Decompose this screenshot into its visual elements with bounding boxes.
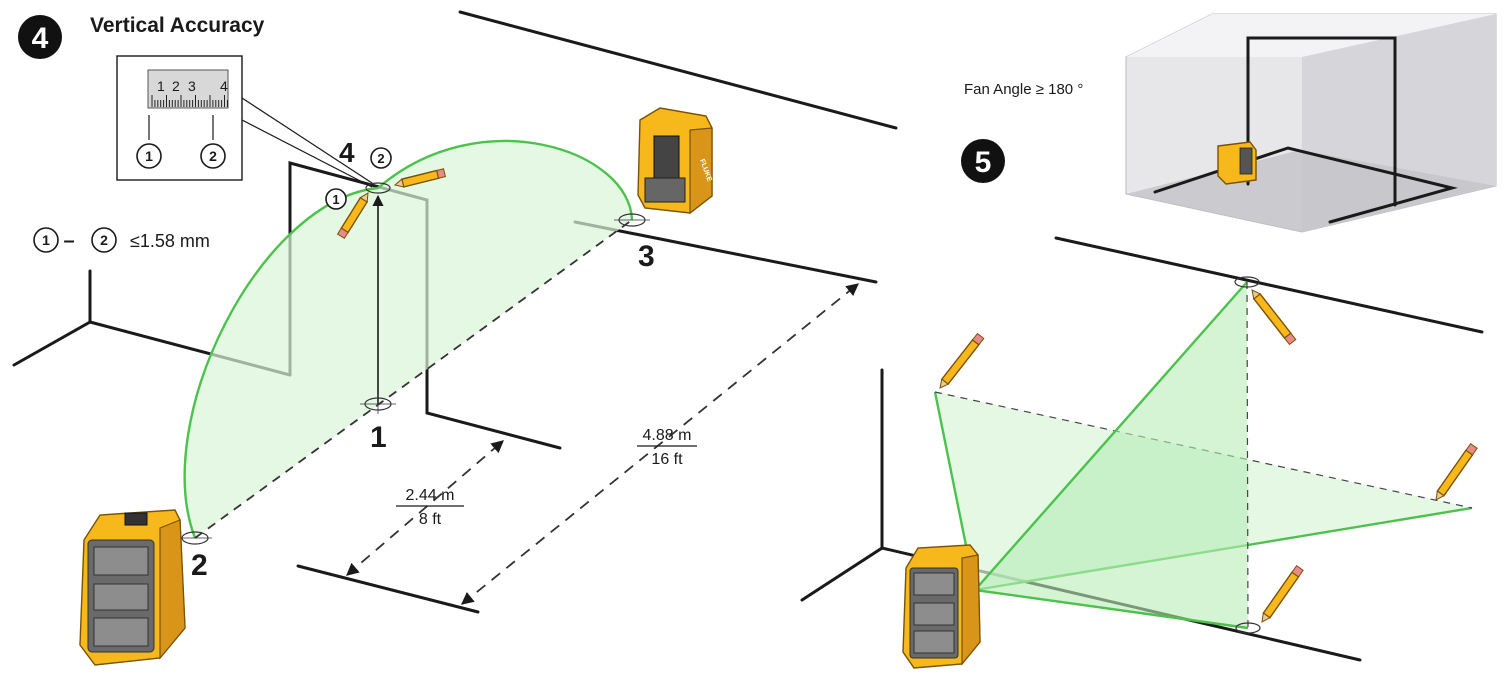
section-4-title: Vertical Accuracy	[90, 14, 265, 37]
tolerance-formula: 1 – 2 ≤1.58 mm	[33, 227, 210, 253]
fan-angle-label: Fan Angle ≥ 180 °	[964, 81, 1083, 98]
laser-level-device-front	[79, 509, 186, 666]
ruler-tick-label: 2	[172, 78, 180, 94]
svg-text:2: 2	[209, 148, 217, 164]
svg-text:2.44 m: 2.44 m	[406, 487, 455, 504]
svg-text:1: 1	[145, 148, 153, 164]
laser-level-device-rear: FLUKE	[637, 107, 713, 215]
svg-text:16 ft: 16 ft	[651, 451, 683, 468]
step-5-number: 5	[975, 146, 992, 179]
point-3-label: 3	[638, 240, 655, 273]
distance-near-label: 2.44 m 8 ft	[396, 487, 464, 528]
distance-far-label: 4.88 m 16 ft	[637, 427, 697, 468]
ruler-marker-2: 2	[200, 143, 226, 169]
pencil-icon	[393, 168, 447, 188]
laser-level-device-5	[902, 544, 981, 669]
point-2-label: 2	[191, 549, 208, 582]
step-4-badge: 4	[18, 15, 62, 59]
tolerance-value: ≤1.58 mm	[130, 231, 210, 251]
room-box-inset	[1125, 13, 1497, 233]
pencil-icon	[336, 192, 369, 240]
ruler-inset: 1 2 3 4 1 2	[116, 55, 373, 188]
target-mark-bottom	[1235, 622, 1261, 634]
point-4-label: 4	[339, 137, 355, 168]
svg-text:1: 1	[332, 192, 339, 207]
ruler-tick-label: 4	[220, 78, 228, 94]
distance-far-arrow	[461, 283, 859, 605]
target-mark-1	[360, 394, 396, 414]
step-4-number: 4	[32, 22, 49, 55]
distance-near-arrow	[346, 440, 504, 576]
pencil-icon	[1251, 289, 1297, 346]
ruler-marker-1: 1	[136, 143, 162, 169]
pencil-icon	[1435, 442, 1478, 501]
ruler-tick-label: 1	[157, 78, 165, 94]
ruler-tick-label: 3	[188, 78, 196, 94]
section-4: 4 Vertical Accuracy	[12, 10, 898, 666]
pencil-icon	[939, 332, 985, 389]
svg-text:4.88 m: 4.88 m	[643, 427, 692, 444]
target-mark-2	[178, 531, 212, 545]
svg-text:2: 2	[377, 151, 384, 166]
point-1-label: 1	[370, 421, 387, 454]
laser-plane-vertical-5	[974, 281, 1249, 630]
pencil-icon	[1261, 564, 1304, 623]
svg-text:8 ft: 8 ft	[419, 511, 442, 528]
svg-text:1: 1	[42, 232, 50, 248]
section-5: 5 Fan Angle ≥ 180 °	[800, 13, 1497, 669]
target-mark-4	[365, 182, 391, 194]
laser-level-device-small	[1217, 141, 1257, 185]
svg-text:2: 2	[100, 232, 108, 248]
laser-plane-vertical	[183, 139, 634, 539]
target-mark-3	[614, 213, 650, 227]
ruler-scale	[147, 69, 229, 109]
svg-text:–: –	[63, 230, 74, 252]
step-5-badge: 5	[961, 139, 1005, 183]
point-4-marker-1: 1	[325, 188, 347, 210]
point-4-marker-2: 2	[370, 147, 392, 169]
target-mark-top	[1234, 276, 1260, 288]
